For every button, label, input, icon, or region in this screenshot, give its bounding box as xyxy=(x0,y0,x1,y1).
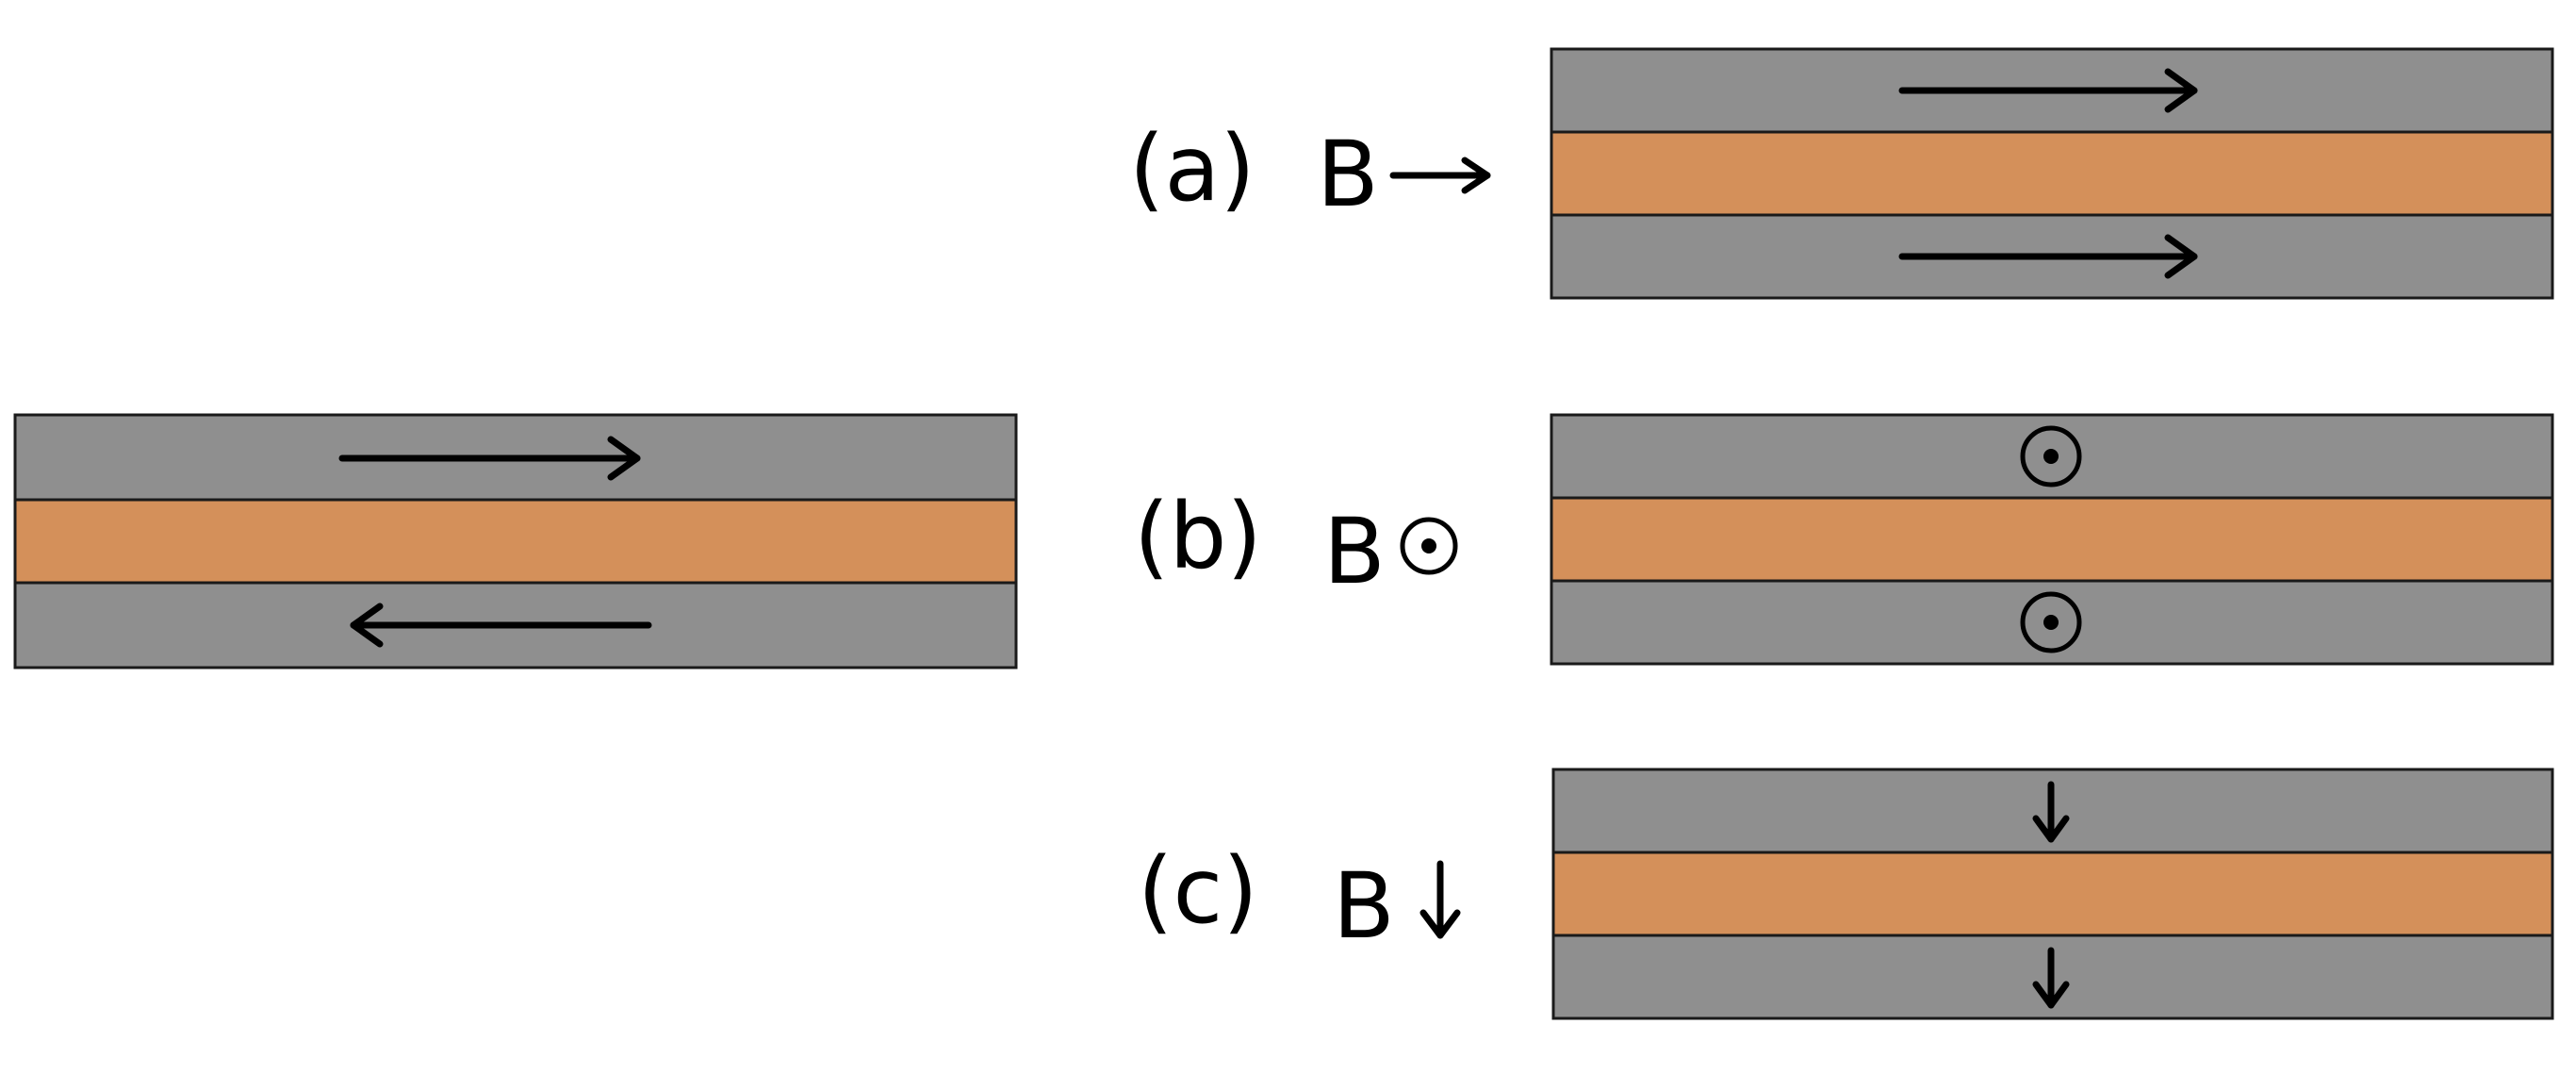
panel-a: (a) B xyxy=(1129,47,2554,300)
field-label-b: B xyxy=(1323,499,1386,604)
out-of-page-dot-icon xyxy=(2020,591,2082,653)
field-down-arrow-icon xyxy=(1419,860,1461,939)
down-arrow-icon xyxy=(2032,781,2070,843)
field-right-arrow-icon xyxy=(1389,157,1491,194)
panel-a-top-magnetic-layer xyxy=(1550,47,2554,134)
panel-label-b: (b) xyxy=(1134,484,1262,589)
right-arrow-icon xyxy=(1898,234,2198,279)
out-of-page-dot-icon xyxy=(2020,425,2082,487)
left-arrow-icon xyxy=(350,603,652,648)
panel-label-a: (a) xyxy=(1129,116,1255,222)
field-out-of-page-dot-icon xyxy=(1400,517,1458,575)
panel-b: (b) B xyxy=(1134,413,2554,666)
reference-stack xyxy=(13,413,1018,669)
panel-a-spacer-layer xyxy=(1550,130,2554,217)
field-label-a: B xyxy=(1317,122,1379,227)
panel-c-spacer-layer xyxy=(1551,851,2554,937)
field-label-c: B xyxy=(1333,853,1395,959)
right-arrow-icon xyxy=(1898,68,2198,113)
panel-b-spacer-layer xyxy=(1550,496,2554,583)
panel-c: (c) B xyxy=(1138,768,2554,1020)
right-arrow-icon xyxy=(338,436,641,481)
panel-label-c: (c) xyxy=(1138,838,1258,944)
reference-spacer-layer xyxy=(13,498,1018,585)
down-arrow-icon xyxy=(2032,947,2070,1009)
